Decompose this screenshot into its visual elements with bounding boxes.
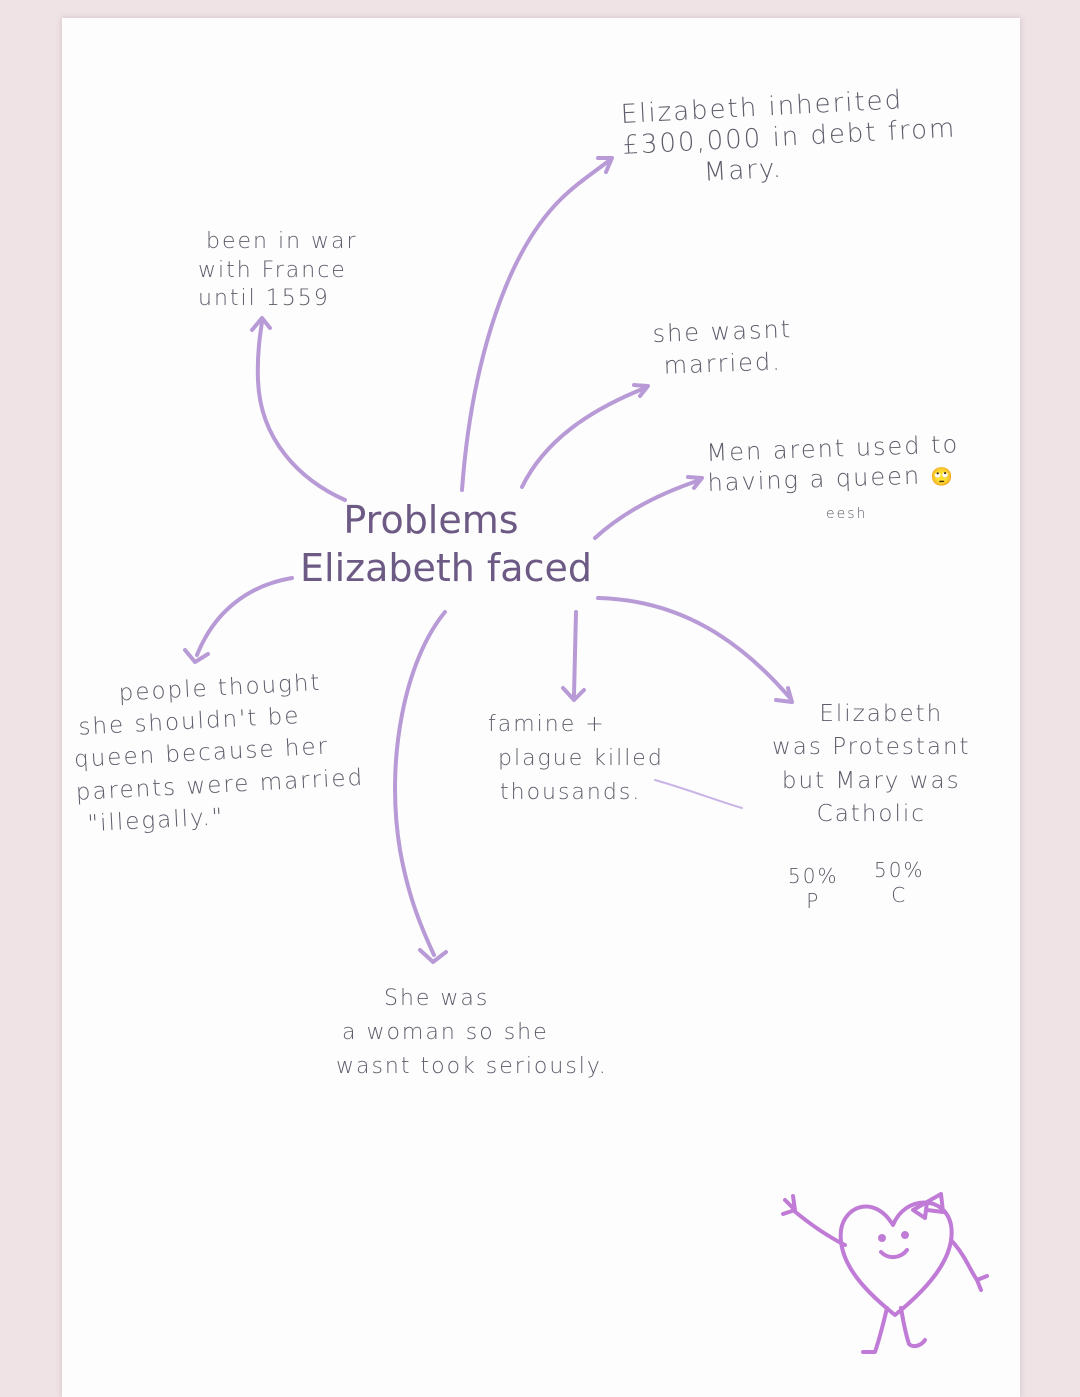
node-woman-line1: She was <box>384 986 490 1011</box>
heart-eye-right <box>901 1231 909 1239</box>
node-married-line1: she wasnt <box>652 315 793 348</box>
node-married-line2: married. <box>663 347 783 381</box>
arrowhead-famine <box>561 686 586 702</box>
node-war-line2: with France <box>198 257 347 283</box>
heart-arm-left <box>791 1208 847 1247</box>
node-war-line1: been in war <box>206 229 358 254</box>
arrow-men <box>593 478 702 540</box>
heart-character-doodle <box>781 1192 989 1354</box>
arrow-debt <box>460 158 612 492</box>
arrowhead-debt <box>596 156 614 174</box>
arrow-famine <box>572 610 578 697</box>
arrow-married <box>520 386 647 489</box>
arrowhead-illegal <box>183 648 210 664</box>
connector-famine-religion <box>654 779 743 809</box>
node-war-line3: until 1559 <box>198 286 330 312</box>
heart-leg-left <box>861 1306 889 1354</box>
religion-split-p-pct: 50% <box>788 864 839 888</box>
node-religion-line2: was Protestant <box>772 734 971 761</box>
node-woman: She was a woman so she wasnt took seriou… <box>336 982 608 1084</box>
central-topic: Problems Elizabeth faced <box>300 497 592 592</box>
religion-split-c-pct: 50% <box>874 858 925 882</box>
heart-outline <box>838 1200 954 1317</box>
heart-bow <box>911 1192 945 1220</box>
node-religion-line4: Catholic <box>816 801 926 828</box>
node-famine-line3: thousands. <box>500 780 642 806</box>
eye-roll-emoji-icon: 🙄 <box>930 466 956 489</box>
node-debt: Elizabeth inherited £300,000 in debt fro… <box>620 83 959 194</box>
heart-arm-right <box>949 1238 979 1282</box>
node-famine-line1: famine + <box>488 712 606 737</box>
node-religion: Elizabeth was Protestant but Mary was Ca… <box>772 698 971 831</box>
node-religion-line3: but Mary was <box>781 767 961 794</box>
arrow-woman <box>393 610 447 957</box>
central-topic-line2: Elizabeth faced <box>300 545 592 590</box>
node-war: been in war with France until 1559 <box>198 228 358 314</box>
node-famine: famine + plague killed thousands. <box>488 708 664 810</box>
node-famine-line2: plague killed <box>498 746 664 772</box>
heart-leg-right <box>899 1306 927 1349</box>
arrow-illegal <box>195 576 294 657</box>
node-religion-line1: Elizabeth <box>819 701 944 727</box>
arrow-war <box>255 320 347 502</box>
arrowhead-woman <box>418 948 448 964</box>
religion-split-c-letter: C <box>891 883 908 907</box>
arrowhead-married <box>632 383 650 398</box>
notebook-page <box>62 18 1020 1397</box>
arrowhead-war <box>250 316 272 332</box>
religion-split-p-letter: P <box>806 889 821 913</box>
central-topic-line1: Problems <box>343 498 519 542</box>
arrowhead-men <box>686 475 704 490</box>
node-married: she wasnt married. <box>652 313 794 383</box>
node-illegal: people thought she shouldn't be queen be… <box>70 665 367 841</box>
religion-split-c: 50% C <box>874 858 924 908</box>
religion-split-p: 50% P <box>788 864 838 914</box>
node-woman-line3: wasnt took seriously. <box>336 1054 608 1080</box>
heart-smile <box>879 1248 909 1259</box>
heart-hand-left <box>781 1194 797 1216</box>
arrowhead-religion <box>774 686 794 704</box>
heart-hand-right <box>975 1274 989 1292</box>
arrow-religion <box>596 596 792 700</box>
heart-eye-left <box>878 1234 886 1242</box>
node-men-aside: eesh <box>826 506 868 522</box>
node-men: Men arent used to having a queen 🙄 <box>706 427 1020 498</box>
node-woman-line2: a woman so she <box>342 1020 549 1046</box>
